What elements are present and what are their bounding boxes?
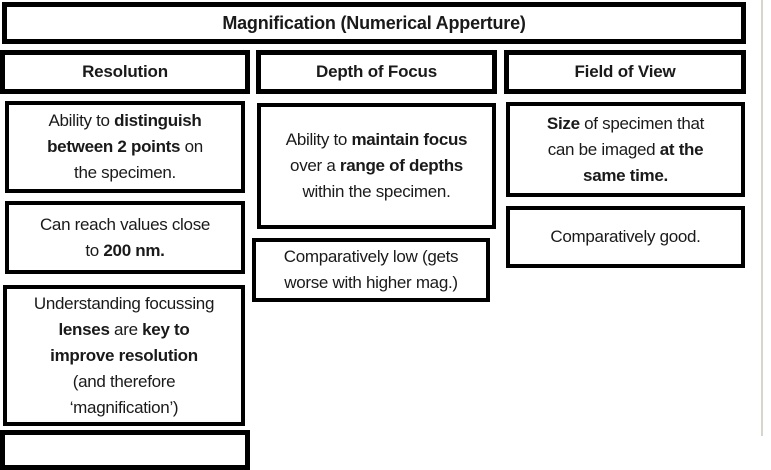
cell-text-line: within the specimen. [302, 182, 451, 201]
cell-text-line: Size of specimen that [546, 113, 705, 133]
cell-text-line: between 2 points on [47, 137, 203, 156]
cell-text-line: Ability to maintain focus [285, 130, 468, 149]
column-header-resolution: Resolution [0, 50, 250, 94]
cell-text-line: ‘magnification’) [69, 397, 179, 417]
diagram-title: Magnification (Numerical Apperture) [222, 12, 526, 33]
cell-resolution-definition: Ability to distinguish between 2 points o… [5, 101, 245, 193]
cell-text-line: to 200 nm. [85, 240, 165, 260]
cell-text-line: over a range of depths [290, 156, 463, 175]
column-header-field-of-view: Field of View [504, 50, 746, 94]
cell-resolution-values: Can reach values close to 200 nm. [5, 201, 245, 274]
cell-text-line: same time. [583, 165, 668, 185]
cell-text-line: Can reach values close [39, 214, 211, 234]
column-header-depth-of-focus-label: Depth of Focus [316, 62, 437, 81]
cell-text-line: improve resolution [50, 345, 198, 365]
cell-text-line: the specimen. [74, 163, 176, 182]
cell-field-of-view-definition: Size of specimen that can be imaged at th… [506, 102, 745, 197]
cutoff-box-bottom [0, 430, 250, 470]
column-header-resolution-label: Resolution [82, 62, 168, 81]
cell-resolution-lenses-note: Understanding focussing lenses are key to… [3, 285, 245, 426]
cell-text-line: (and therefore [72, 371, 176, 391]
cell-text-line: worse with higher mag.) [284, 273, 458, 292]
page-edge-line [761, 0, 763, 436]
cell-text-line: can be imaged at the [547, 139, 704, 159]
cell-text-line: Ability to distinguish [48, 111, 202, 130]
cell-text-line: Comparatively good. [550, 227, 701, 246]
cell-text-line: Comparatively low (gets [283, 247, 459, 266]
diagram-title-box: Magnification (Numerical Apperture) [2, 2, 746, 44]
cell-depth-of-focus-quality: Comparatively low (gets worse with higher… [252, 238, 490, 302]
column-header-field-of-view-label: Field of View [574, 62, 676, 81]
cell-text-line: lenses are key to [58, 319, 190, 339]
cell-depth-of-focus-definition: Ability to maintain focus over a range of… [257, 103, 496, 229]
cell-field-of-view-quality: Comparatively good. [506, 206, 745, 268]
cell-text-line: Understanding focussing [33, 293, 215, 313]
column-header-depth-of-focus: Depth of Focus [256, 50, 497, 94]
